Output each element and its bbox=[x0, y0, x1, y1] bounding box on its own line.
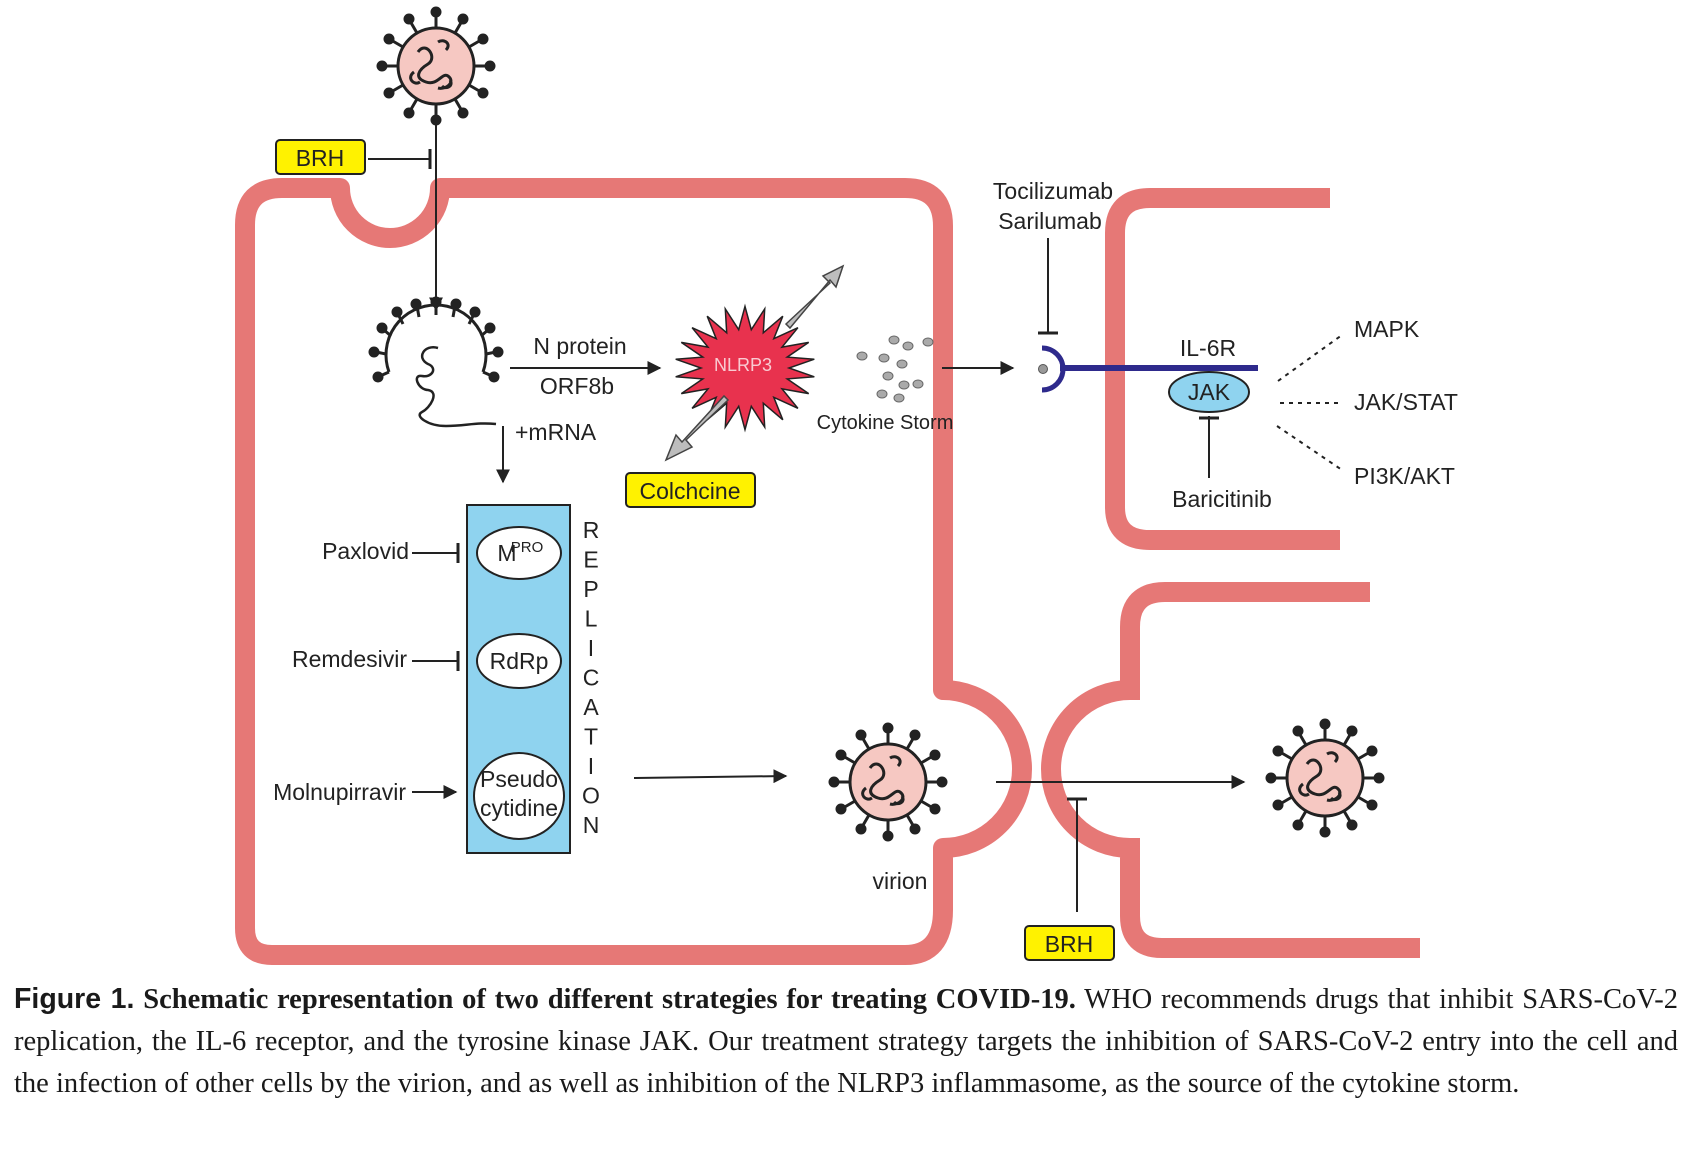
replication-letter: C bbox=[583, 665, 600, 691]
brh-bottom-label: BRH bbox=[1045, 931, 1094, 957]
il6r-label: IL-6R bbox=[1180, 335, 1236, 361]
replication-letter: L bbox=[585, 606, 598, 632]
brh-top-label: BRH bbox=[296, 145, 345, 171]
replication-letter: I bbox=[588, 753, 594, 779]
replication-letter: E bbox=[583, 547, 598, 573]
mapk-label: MAPK bbox=[1354, 316, 1420, 342]
replication-letter: R bbox=[583, 517, 600, 543]
released-virus-icon bbox=[1265, 718, 1385, 838]
replication-letter: N bbox=[583, 812, 600, 838]
pseudo-label: Pseudo bbox=[480, 766, 558, 792]
cytokine-particles-icon bbox=[856, 335, 934, 403]
covid-treatment-diagram: BRH N protein ORF8b +mRNA NLRP3 Colchci bbox=[235, 6, 1458, 965]
sarilumab-label: Sarilumab bbox=[998, 208, 1102, 234]
orf8b-label: ORF8b bbox=[540, 373, 614, 399]
host-cell-membrane bbox=[235, 178, 1032, 965]
mpro-superscript: PRO bbox=[511, 539, 544, 556]
caption-text: WHO recommends drugs that inhibit SARS-C… bbox=[14, 984, 1678, 1099]
replication-letter: A bbox=[583, 694, 599, 720]
remdesivir-label: Remdesivir bbox=[292, 646, 407, 672]
molnupiravir-label: Molnupirravir bbox=[273, 779, 406, 805]
jak-stat-label: JAK/STAT bbox=[1354, 389, 1458, 415]
n-protein-label: N protein bbox=[533, 333, 626, 359]
colchicine-label: Colchcine bbox=[640, 478, 741, 504]
cytidine-label: cytidine bbox=[480, 795, 558, 821]
mpro-oval bbox=[476, 526, 562, 580]
rdrp-label: RdRp bbox=[490, 648, 549, 674]
caption-label: Figure 1. bbox=[14, 983, 135, 1015]
colchicine-arrow-icon bbox=[664, 394, 730, 462]
caption-title: Schematic representation of two differen… bbox=[143, 984, 1076, 1015]
nlrp3-burst bbox=[675, 303, 815, 433]
nlrp3-label: NLRP3 bbox=[714, 355, 772, 375]
mrna-label: +mRNA bbox=[515, 419, 597, 445]
virion-icon bbox=[828, 722, 948, 842]
replication-letter: I bbox=[588, 635, 594, 661]
pi3k-akt-label: PI3K/AKT bbox=[1354, 463, 1455, 489]
rdrp-oval bbox=[476, 633, 562, 689]
colchicine-box bbox=[625, 472, 756, 508]
outgoing-activation-arrow-icon bbox=[784, 264, 845, 330]
virus-icon bbox=[376, 6, 496, 126]
pseudocytidine-oval bbox=[473, 752, 565, 840]
baricitinib-label: Baricitinib bbox=[1172, 486, 1272, 512]
brh-top-box bbox=[275, 139, 366, 175]
tocilizumab-label: Tocilizumab bbox=[993, 178, 1113, 204]
replication-letter: P bbox=[583, 576, 598, 602]
replication-letter: O bbox=[582, 783, 600, 809]
figure-caption: Figure 1. Schematic representation of tw… bbox=[14, 978, 1678, 1105]
jak-label: JAK bbox=[1188, 379, 1231, 405]
brh-bottom-box bbox=[1024, 925, 1115, 961]
cytokine-storm-label: Cytokine Storm bbox=[817, 412, 954, 434]
jak-oval bbox=[1168, 371, 1250, 413]
mpro-label: M bbox=[497, 540, 516, 566]
virion-label: virion bbox=[873, 868, 928, 894]
neighbor-cell-lower bbox=[1041, 582, 1420, 958]
paxlovid-label: Paxlovid bbox=[322, 538, 409, 564]
uncoated-virus-icon bbox=[368, 296, 504, 428]
replication-letter: T bbox=[584, 724, 598, 750]
